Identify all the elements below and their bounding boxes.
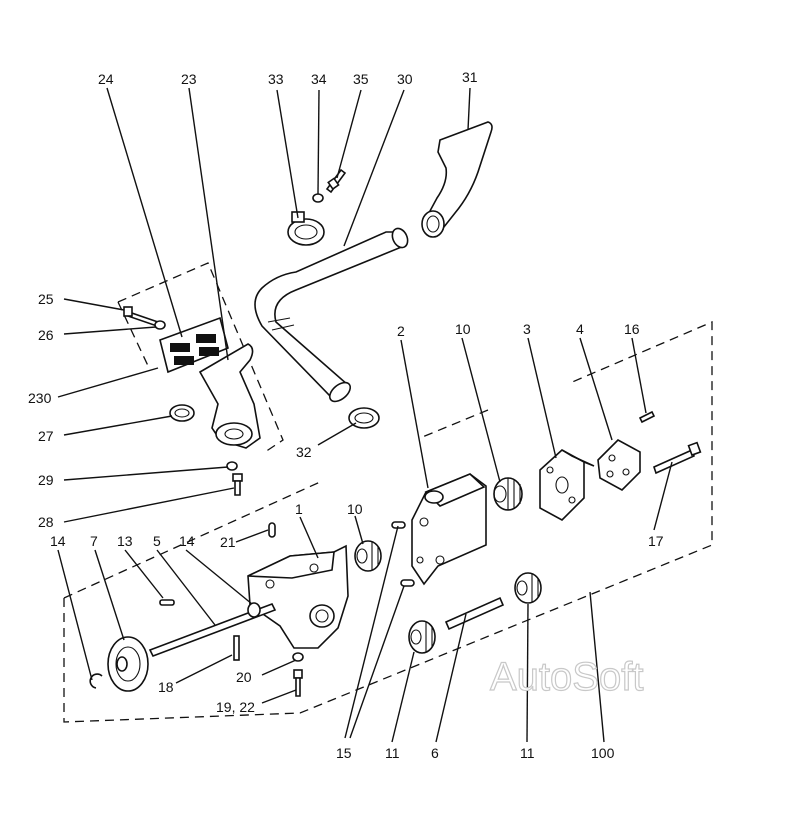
subassembly-230-boundary	[117, 262, 284, 453]
callout-100: 100	[591, 745, 615, 761]
part-14-circlip-upper	[247, 602, 261, 618]
part-24-plate	[159, 316, 229, 374]
callout-15: 15	[336, 745, 352, 761]
part-3-spacer-plate	[539, 449, 595, 521]
part-5-shaft	[148, 602, 277, 658]
part-14-circlip-lower	[89, 673, 103, 689]
part-29-washer	[226, 461, 238, 471]
part-18-bolt	[233, 635, 240, 661]
part-17-long-bolt	[653, 441, 702, 475]
callout-33: 33	[268, 71, 284, 87]
callout-4: 4	[576, 321, 584, 337]
assembly-100-boundary	[63, 321, 713, 723]
callout-25: 25	[38, 291, 54, 307]
callout-31: 31	[462, 69, 478, 85]
part-4-end-plate	[597, 439, 641, 491]
part-6-shaft	[444, 596, 505, 631]
callout-21: 21	[220, 534, 236, 550]
callout-28: 28	[38, 514, 54, 530]
callout-30: 30	[397, 71, 413, 87]
part-15-pin-lower	[400, 579, 415, 587]
callout-24: 24	[98, 71, 114, 87]
watermark: AutoSoft	[490, 655, 643, 699]
part-35-bolt	[325, 168, 347, 194]
part-23-suction-strainer	[198, 343, 261, 449]
callout-19-22: 19, 22	[216, 699, 255, 715]
part-30-suction-pipe	[254, 227, 409, 403]
part-15-pin-upper	[391, 521, 406, 529]
callout-230: 230	[28, 390, 52, 406]
callout-13: 13	[117, 533, 133, 549]
callout-32: 32	[296, 444, 312, 460]
callout-1: 1	[295, 501, 303, 517]
callout-11-left: 11	[385, 745, 400, 761]
part-27-o-ring	[169, 404, 195, 422]
part-19-22-bolt	[293, 669, 303, 697]
part-31-hose-elbow	[421, 121, 493, 238]
callout-7: 7	[90, 533, 98, 549]
part-13-key	[159, 599, 175, 606]
callout-14-right: 14	[179, 533, 195, 549]
callout-5: 5	[153, 533, 161, 549]
leader-lines	[57, 87, 673, 743]
callout-labels: 24 23 33 34 35 30 31 25 26 230 27 32 29 …	[28, 69, 664, 761]
callout-17: 17	[648, 533, 664, 549]
part-11-gear-right	[514, 572, 542, 604]
callout-14-left: 14	[50, 533, 66, 549]
part-21-pin	[268, 522, 276, 538]
part-28-bolt	[232, 473, 243, 496]
part-33-clamp	[287, 211, 325, 246]
part-7-drive-gear	[107, 636, 149, 692]
part-25-bolt	[123, 306, 159, 328]
callout-10-upper: 10	[455, 321, 471, 337]
part-10-gear-lower	[354, 540, 382, 572]
part-10-gear-upper	[493, 477, 523, 511]
callout-18: 18	[158, 679, 174, 695]
callout-10-lower: 10	[347, 501, 363, 517]
callout-34: 34	[311, 71, 327, 87]
callout-35: 35	[353, 71, 369, 87]
part-16-bolt	[638, 410, 656, 424]
part-1-pump-body	[247, 544, 349, 649]
part-34-washer	[312, 193, 324, 203]
part-32-o-ring	[348, 407, 380, 429]
callout-23: 23	[181, 71, 197, 87]
part-20-washer	[292, 652, 304, 662]
callout-16: 16	[624, 321, 640, 337]
callout-2: 2	[397, 323, 405, 339]
callout-3: 3	[523, 321, 531, 337]
callout-6: 6	[431, 745, 439, 761]
callout-29: 29	[38, 472, 54, 488]
callout-20: 20	[236, 669, 252, 685]
callout-26: 26	[38, 327, 54, 343]
part-26-washer	[154, 320, 166, 330]
part-11-gear-left	[408, 620, 436, 654]
callout-11-right: 11	[520, 745, 535, 761]
callout-27: 27	[38, 428, 54, 444]
part-2-pump-cover	[411, 473, 487, 586]
